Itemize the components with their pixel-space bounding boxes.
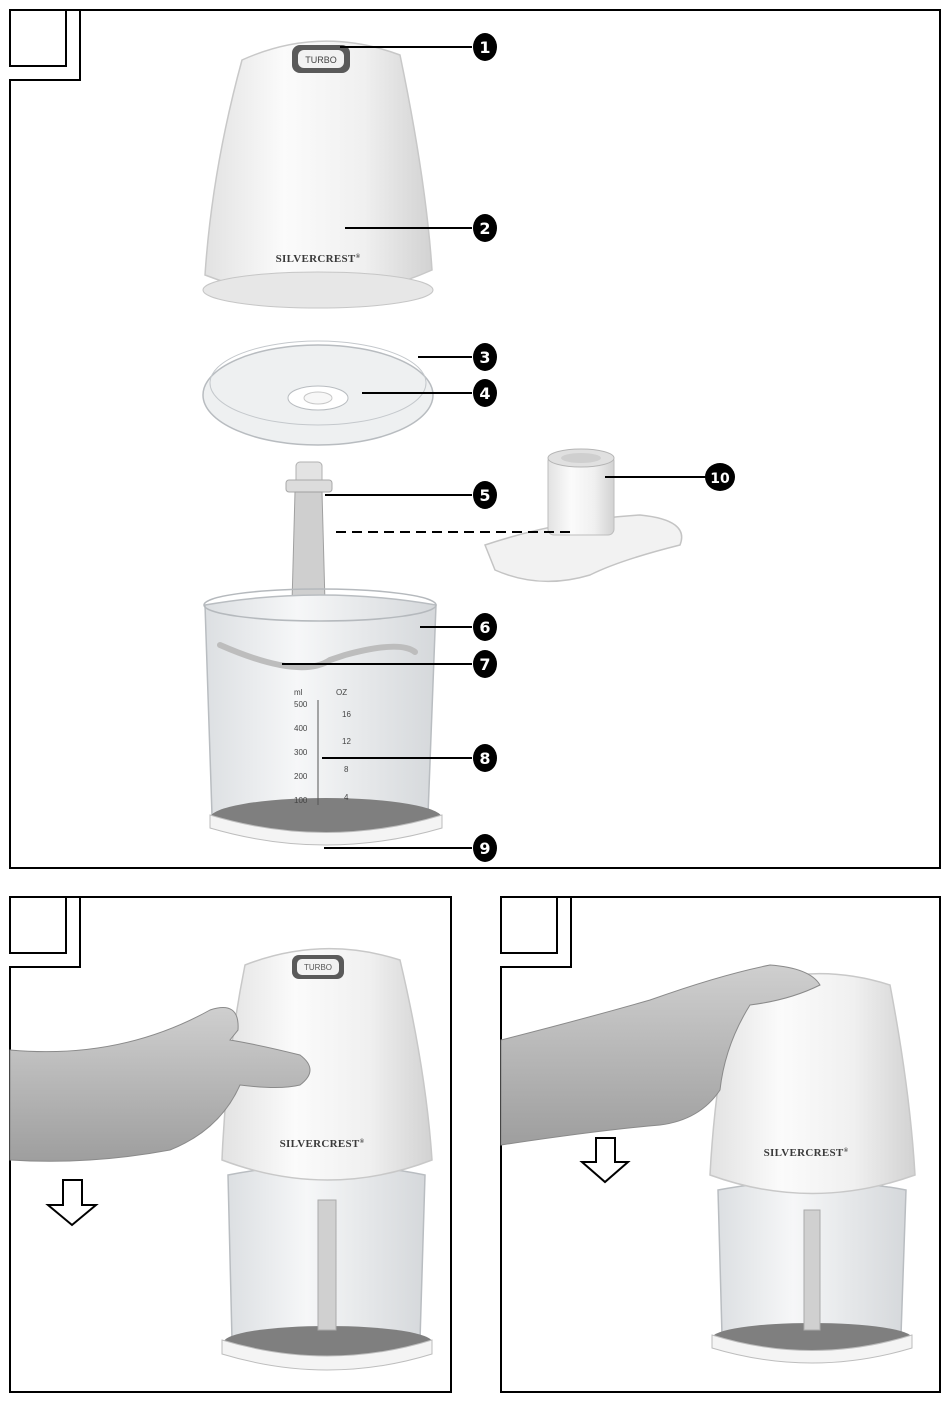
top-panel-frame: [10, 10, 940, 868]
callout-7: 7: [473, 650, 497, 678]
figure-number-box: [501, 897, 557, 953]
svg-text:6: 6: [479, 618, 490, 637]
chopper-assembled-right: SILVERCREST®: [710, 974, 915, 1363]
svg-text:5: 5: [479, 486, 490, 505]
svg-text:3: 3: [479, 348, 490, 367]
ml-400: 400: [294, 724, 308, 733]
brand-logo-cover: SILVERCREST®: [276, 253, 361, 265]
svg-text:10: 10: [710, 471, 730, 487]
oz-8: 8: [344, 765, 349, 774]
turbo-label: TURBO: [305, 55, 337, 65]
svg-text:9: 9: [479, 839, 490, 858]
bowl: [204, 589, 436, 827]
ice-blade-attachment: [485, 449, 682, 581]
svg-text:7: 7: [479, 655, 490, 674]
ml-200: 200: [294, 772, 308, 781]
ml-300: 300: [294, 748, 308, 757]
ml-100: 100: [294, 796, 308, 805]
brand-logo-right: SILVERCREST®: [764, 1147, 849, 1159]
callout-6: 6: [473, 613, 497, 641]
callout-2: 2: [473, 214, 497, 242]
oz-12: 12: [342, 737, 351, 746]
ml-unit: ml: [294, 688, 303, 697]
svg-text:4: 4: [479, 384, 490, 403]
arrow-down-icon: [48, 1180, 96, 1225]
callout-5: 5: [473, 481, 497, 509]
oz-4: 4: [344, 793, 349, 802]
callout-4: 4: [473, 379, 497, 407]
chopper-assembled-left: TURBO SILVERCREST®: [222, 949, 432, 1370]
turbo-button: TURBO: [292, 45, 350, 73]
oz-16: 16: [342, 710, 351, 719]
callout-1: 1: [473, 33, 497, 61]
ml-500: 500: [294, 700, 308, 709]
svg-text:2: 2: [479, 219, 490, 238]
svg-text:1: 1: [479, 38, 490, 57]
motor-cover: [203, 41, 433, 308]
svg-text:8: 8: [479, 749, 490, 768]
base-ring: [210, 798, 442, 845]
turbo-label-left: TURBO: [304, 963, 332, 972]
callout-9: 9: [473, 834, 497, 862]
callout-3: 3: [473, 343, 497, 371]
arrow-down-icon: [582, 1138, 628, 1182]
oz-unit: OZ: [336, 688, 347, 697]
figure-number-box: [10, 10, 66, 66]
callout-10: 10: [705, 463, 735, 491]
figure-number-box: [10, 897, 66, 953]
brand-logo-left: SILVERCREST®: [280, 1138, 365, 1150]
callout-8: 8: [473, 744, 497, 772]
